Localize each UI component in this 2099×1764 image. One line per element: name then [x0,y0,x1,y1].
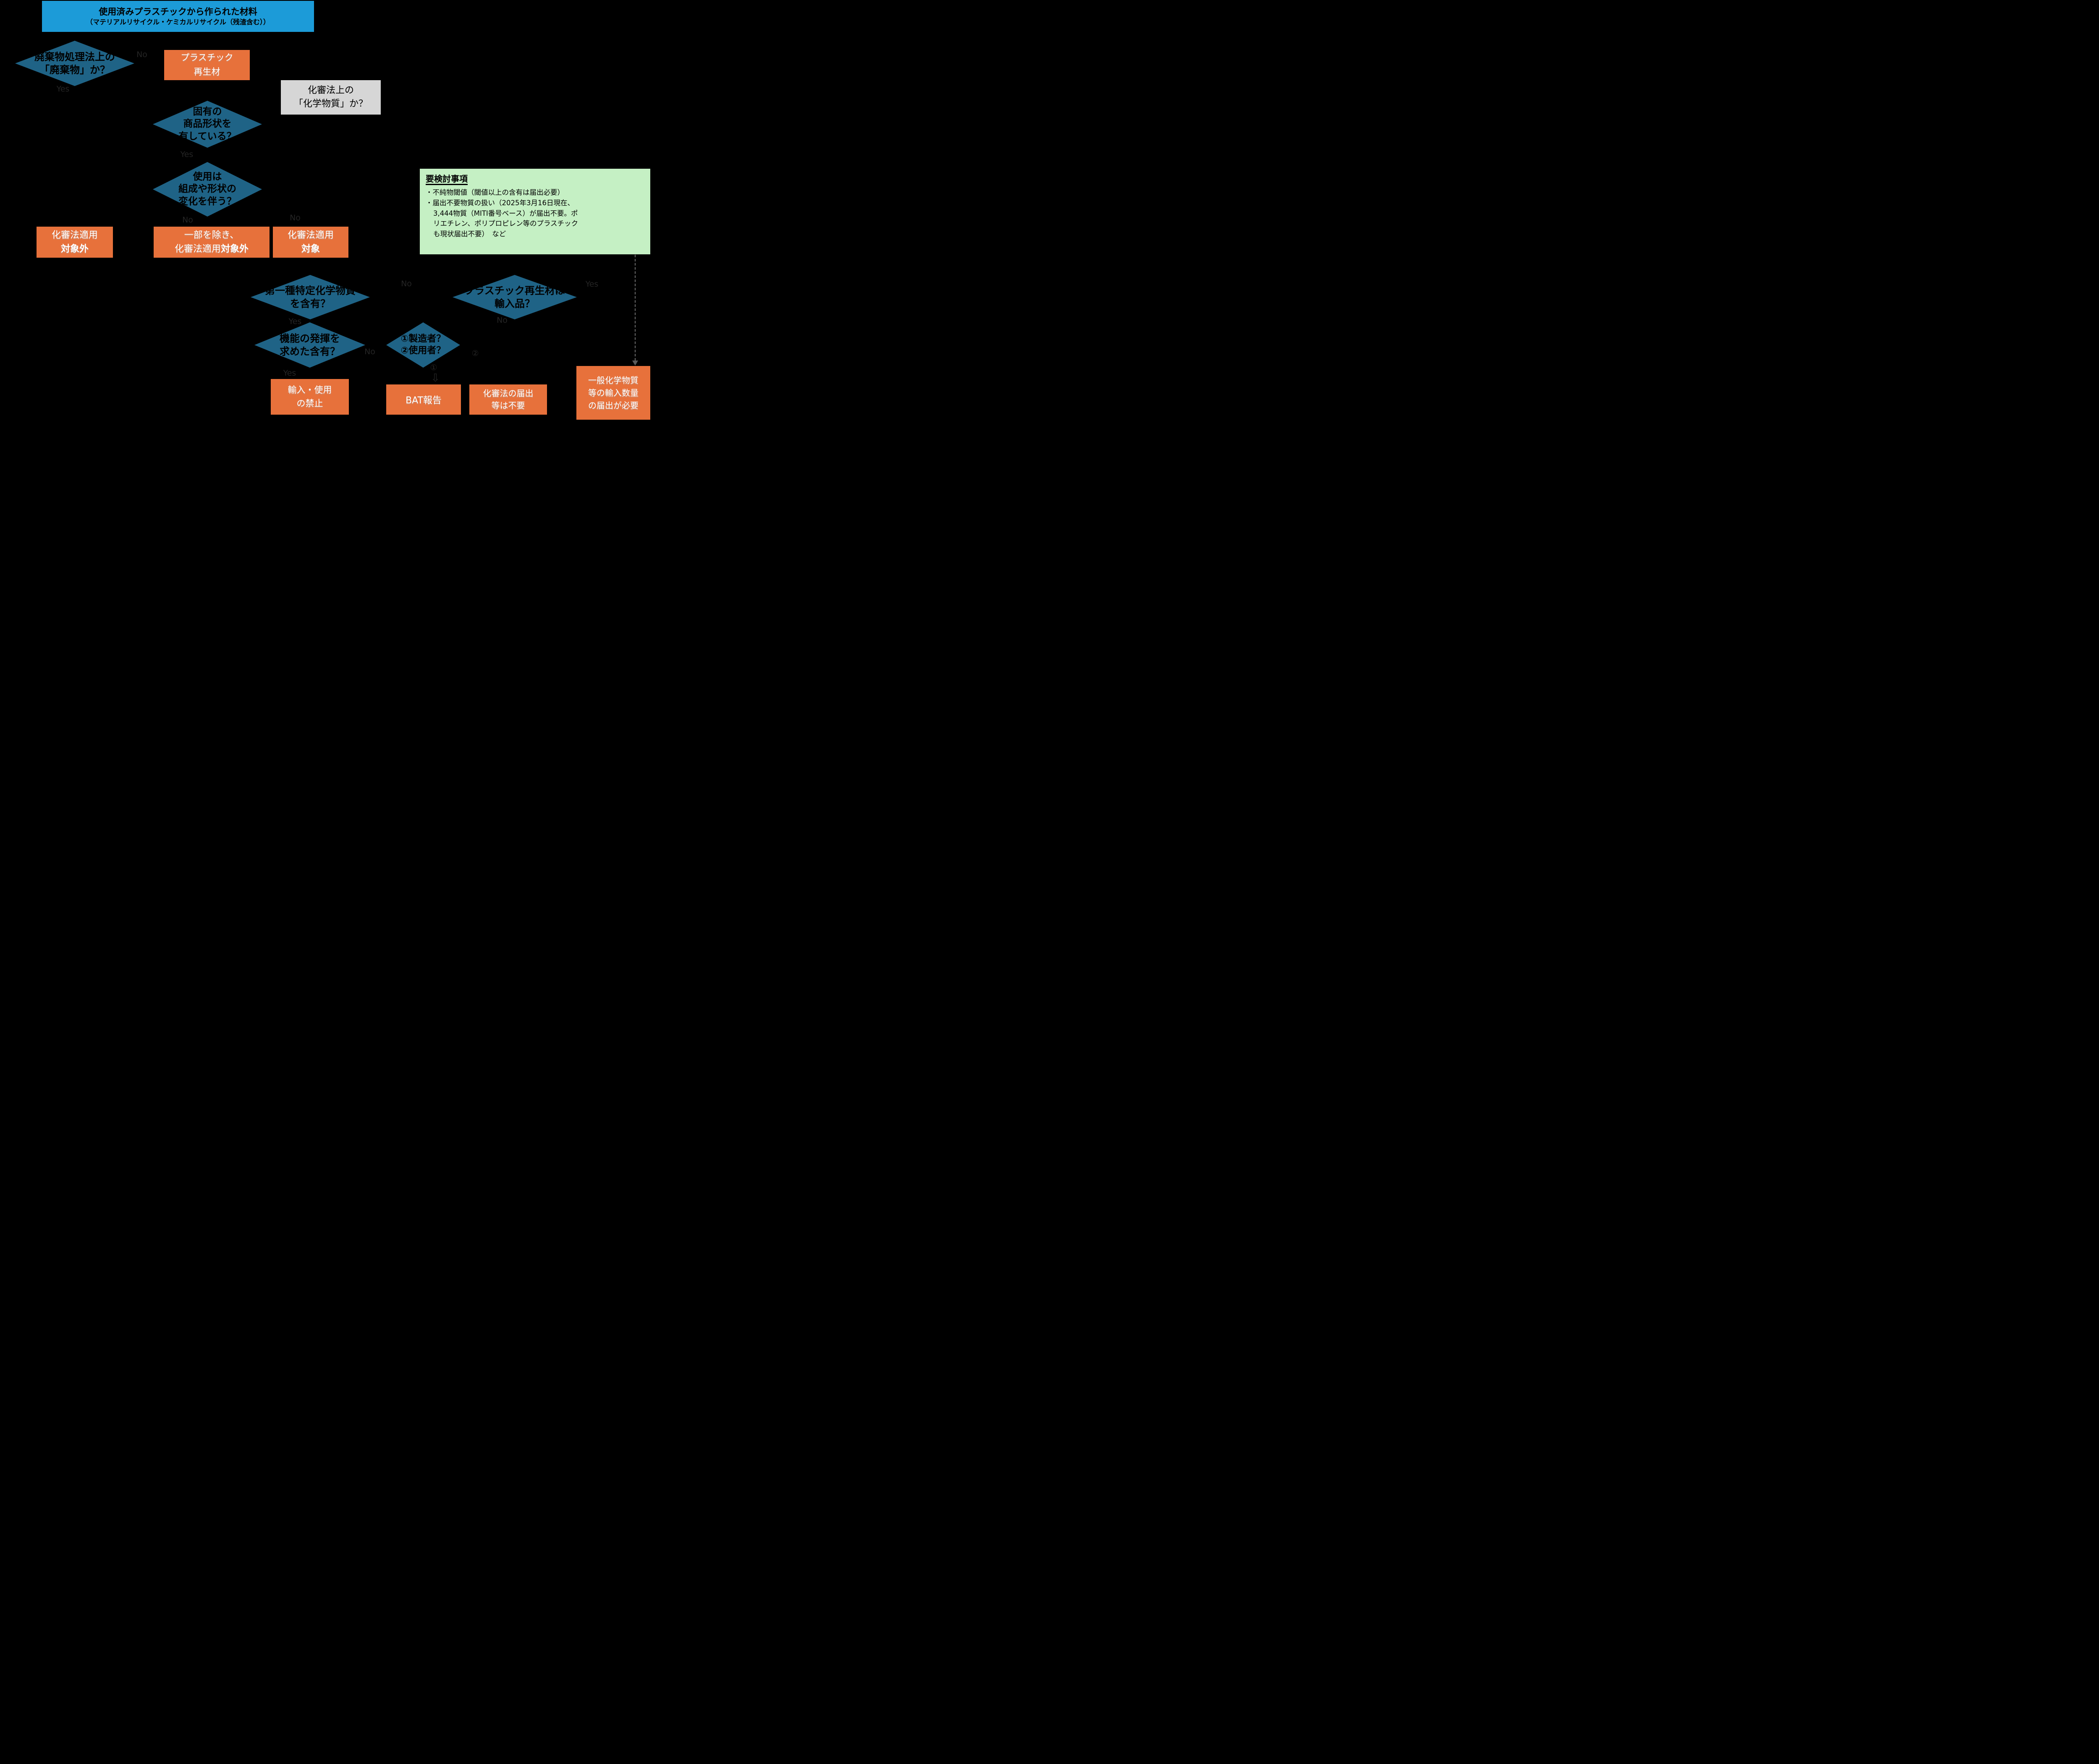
box-bat-report: BAT報告 [386,384,461,415]
box-out-line2: 対象外 [60,244,89,254]
box-import-use-ban: 輸入・使用 の禁止 [271,379,349,415]
box-recycled-line1: プラスチック [181,52,233,63]
header-subtitle: （マテリアルリサイクル・ケミカルリサイクル（残渣含む）） [86,18,270,26]
decision-change-line2: 組成や形状の [178,183,236,195]
decision-waste-line2: 「廃棄物」か？ [39,64,110,76]
box-recycled-plastic: プラスチック 再生材 [164,50,250,80]
flowchart-canvas: 使用済みプラスチックから作られた材料 （マテリアルリサイクル・ケミカルリサイクル… [0,0,658,420]
decision-waste-law: 廃棄物処理法上の 「廃棄物」か？ [15,41,134,86]
note-line: 3,444物質（MITI番号ベース）が届出不要。ポ [433,209,578,217]
box-partial-line1: 一部を除き、 [184,230,239,240]
edge-label-yes: Yes [180,150,194,159]
box-in-line1: 化審法適用 [287,230,334,240]
header-title: 使用済みプラスチックから作られた材料 [99,6,257,17]
dashed-connector-line [635,255,636,361]
box-recycled-line2: 再生材 [194,67,220,77]
decision-class1-line1: 第一種特定化学物質 [265,285,356,297]
decision-manufacturer-or-user: ①製造者？ ②使用者？ [386,322,460,368]
edge-label-circled1: ① [430,363,437,372]
decision-class1-line2: を含有？ [290,298,330,309]
box-general-substance-notification: 一般化学物質 等の輸入数量 の届出が必要 [576,366,650,420]
decision-shape-line1: 固有の [193,106,222,117]
note-considerations: 要検討事項 ・不純物閾値（閾値以上の含有は届出必要） ・届出不要物質の扱い（20… [420,169,650,254]
edge-label-yes: Yes [585,280,599,289]
decision-change-line3: 変化を伴う？ [178,196,236,207]
note-title: 要検討事項 [426,174,468,185]
note-line: リエチレン、ポリプロピレン等のプラスチック [433,220,578,228]
box-nonotif-line2: 等は不要 [491,400,525,410]
decision-imported-line2: 輸入品？ [495,298,535,309]
decision-actor-line2: ②使用者？ [400,345,446,356]
decision-shape-line3: 有している？ [178,131,236,142]
note-line: ・届出不要物質の扱い（2025年3月16日現在、 [426,199,574,207]
box-general-line1: 一般化学物質 [588,375,639,385]
box-out-of-scope: 化審法適用 対象外 [37,227,113,258]
edge-label-no: No [497,316,508,325]
box-general-line2: 等の輸入数量 [588,388,639,398]
box-nonotif-line1: 化審法の届出 [483,388,534,398]
edge-label-yes: Yes [56,84,70,94]
box-no-notification-needed: 化審法の届出 等は不要 [469,384,547,415]
box-bat-line1: BAT報告 [406,395,442,406]
decision-composition-change: 使用は 組成や形状の 変化を伴う？ [153,162,262,217]
edge-label-yes: Yes [288,317,302,326]
decision-class1-substance: 第一種特定化学物質 を含有？ [251,275,370,319]
box-in-scope: 化審法適用 対象 [273,227,348,258]
box-partial-line2-bold: 対象外 [221,244,249,254]
decision-waste-line1: 廃棄物処理法上の [34,51,115,63]
header-box: 使用済みプラスチックから作られた材料 （マテリアルリサイクル・ケミカルリサイクル… [42,1,314,32]
box-chemical-substance-question: 化審法上の 「化学物質」か？ [281,80,381,115]
edge-label-yes: Yes [283,368,296,378]
edge-label-circled2: ② [471,349,479,358]
edge-label-no: No [136,50,147,59]
box-chemq-line2: 「化学物質」か？ [293,99,368,109]
dashed-connector-arrowhead-icon [632,361,638,366]
box-chemq-line1: 化審法上の [307,85,354,96]
decision-function-line1: 機能の発揮を [280,332,340,345]
decision-intentional-function: 機能の発揮を 求めた含有？ [254,322,365,368]
decision-imported-line1: プラスチック再生材は [464,285,565,297]
down-arrow-icon: ⇩ [431,372,440,384]
decision-imported: プラスチック再生材は 輸入品？ [453,275,577,319]
box-ban-line2: の禁止 [296,398,323,408]
note-line: ・不純物閾値（閾値以上の含有は届出必要） [426,188,564,196]
box-general-line3: の届出が必要 [588,400,639,410]
edge-label-no: No [364,347,375,356]
edge-label-no: No [290,213,301,222]
edge-label-no: No [182,215,193,225]
decision-change-line1: 使用は [193,171,222,182]
box-in-line2: 対象 [301,244,320,254]
box-partial-out-of-scope: 一部を除き、 化審法適用対象外 [154,227,270,258]
decision-function-line2: 求めた含有？ [280,345,340,357]
box-out-line1: 化審法適用 [51,230,98,240]
decision-shape-line2: 商品形状を [183,118,232,130]
edge-label-no: No [401,279,412,288]
box-partial-line2: 化審法適用 [174,244,221,254]
decision-product-shape: 固有の 商品形状を 有している？ [153,101,262,148]
note-line: も現状届出不要） など [433,230,506,238]
box-ban-line1: 輸入・使用 [288,385,332,395]
decision-actor-line1: ①製造者？ [400,333,446,344]
